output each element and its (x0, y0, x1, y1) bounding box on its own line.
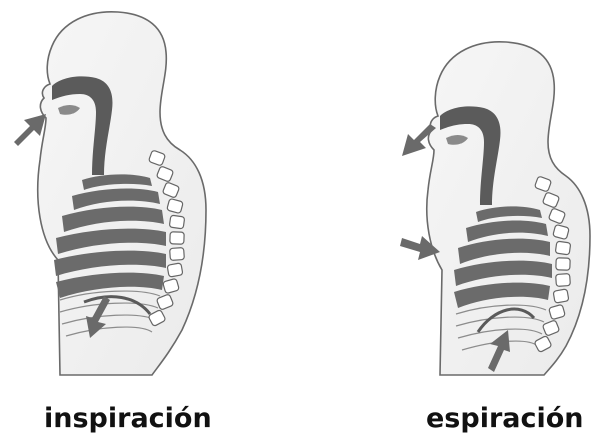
inhale-air-arrow-icon (14, 114, 46, 146)
inhale-panel (14, 12, 206, 375)
exhale-caption: espiración (426, 405, 584, 432)
inhale-caption: inspiración (44, 405, 212, 432)
exhale-panel (400, 42, 590, 375)
